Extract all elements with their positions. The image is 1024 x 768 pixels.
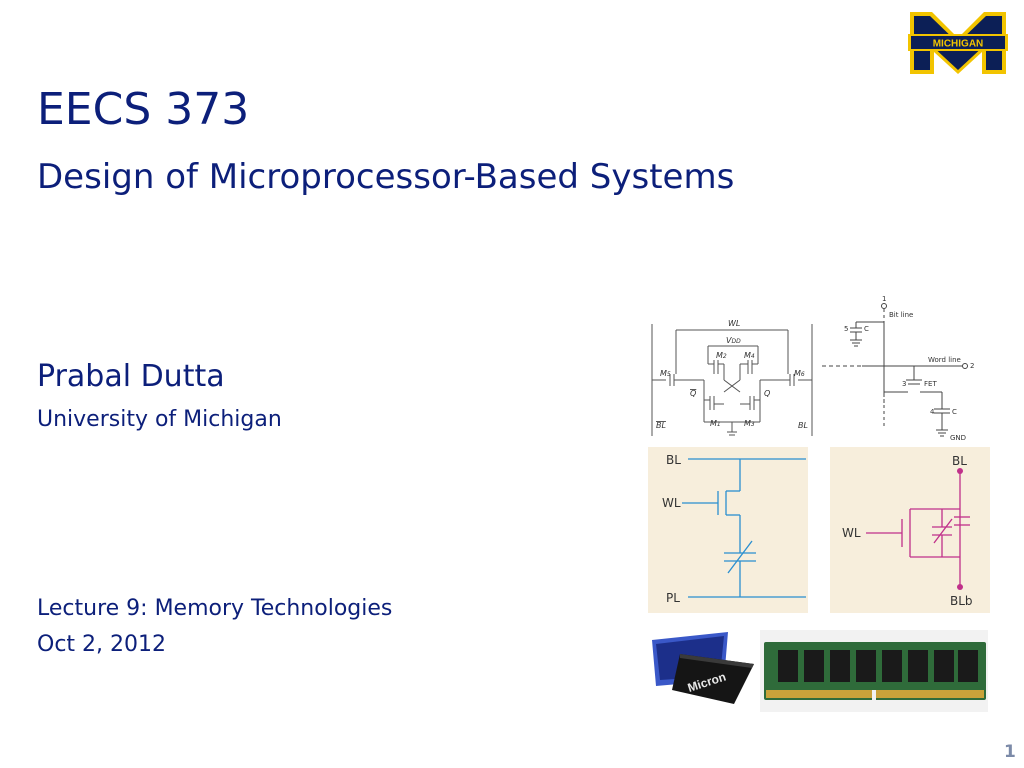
dram-1t1c-cell-schematic: 1 Bit line 5 C Word line 2 3 FET 4 C GND	[822, 295, 974, 442]
svg-text:3: 3	[902, 380, 906, 388]
dram-memory-module-photo	[760, 630, 988, 712]
svg-text:WL: WL	[662, 496, 681, 510]
svg-text:4: 4	[930, 408, 935, 416]
svg-text:WL: WL	[842, 526, 861, 540]
svg-text:Q: Q	[764, 389, 770, 398]
svg-text:FET: FET	[924, 380, 937, 388]
svg-text:M4: M4	[744, 351, 755, 360]
fefet-cell-diagram: BL WL BLb	[830, 447, 990, 613]
svg-text:M1: M1	[710, 419, 721, 428]
svg-text:BLb: BLb	[950, 594, 973, 608]
slide-page-number: 1	[1004, 742, 1016, 762]
presenter-name: Prabal Dutta	[37, 359, 225, 394]
svg-text:BL: BL	[952, 454, 967, 468]
svg-text:1: 1	[882, 295, 886, 303]
university-of-michigan-logo: MICHIGAN	[908, 12, 1008, 74]
feram-cell-diagram: BL WL PL	[648, 447, 808, 613]
svg-text:BL: BL	[666, 453, 681, 467]
presenter-affiliation: University of Michigan	[37, 407, 282, 432]
svg-text:C: C	[864, 325, 869, 333]
svg-text:BL: BL	[798, 421, 808, 430]
course-code: EECS 373	[37, 84, 250, 135]
course-title: Design of Microprocessor-Based Systems	[37, 157, 735, 197]
svg-text:M3: M3	[744, 419, 755, 428]
svg-text:VDD: VDD	[726, 336, 741, 345]
logo-wordmark: MICHIGAN	[933, 39, 984, 50]
svg-text:Bit line: Bit line	[889, 311, 913, 319]
svg-text:GND: GND	[950, 434, 966, 442]
svg-text:C: C	[952, 408, 957, 416]
svg-text:M6: M6	[794, 369, 805, 378]
svg-text:M2: M2	[716, 351, 727, 360]
svg-text:BL: BL	[656, 421, 666, 430]
lecture-date: Oct 2, 2012	[37, 632, 167, 657]
svg-text:M5: M5	[660, 369, 671, 378]
svg-text:Word line: Word line	[928, 356, 961, 364]
sram-6t-cell-schematic: WL VDD M5 M6 M2 M4 M1 M3 Q Q BL BL	[651, 319, 813, 436]
sram-wl-label: WL	[728, 319, 740, 328]
svg-text:5: 5	[844, 325, 848, 333]
svg-text:2: 2	[970, 362, 974, 370]
lecture-title: Lecture 9: Memory Technologies	[37, 596, 393, 621]
micron-memory-chip-photo: Micron	[650, 630, 758, 706]
svg-text:Q: Q	[690, 389, 696, 398]
svg-text:PL: PL	[666, 591, 680, 605]
